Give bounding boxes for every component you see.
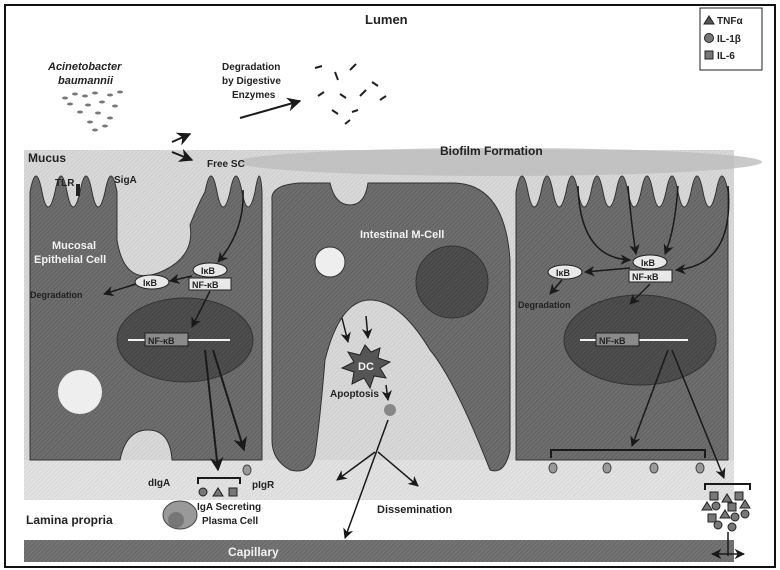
apoptosis-label: Apoptosis <box>330 389 379 400</box>
plasma-cell-label-1: IgA Secreting <box>197 502 261 513</box>
bacteria-label-1: Acinetobacter <box>47 61 122 73</box>
degradation-enzymes-3: Enzymes <box>232 90 276 101</box>
cytokine-square-icon <box>228 487 238 497</box>
bracket-cytokines <box>704 483 751 490</box>
ikb-right-free: IκB <box>547 264 583 280</box>
vesicle-left <box>58 370 102 414</box>
bacteria-label-2: baumannii <box>58 75 114 87</box>
ikb-text: IκB <box>556 268 571 278</box>
secreted-receptors <box>548 462 705 474</box>
diga-label: dIgA <box>148 478 170 489</box>
legend-circle-icon <box>704 33 714 43</box>
ikb-left-free: IκB <box>134 274 170 290</box>
legend-triangle-icon <box>703 15 715 25</box>
m-cell-nucleus <box>415 245 489 319</box>
pigr-receptor <box>242 464 252 476</box>
degradation-label-right: Degradation <box>518 300 571 310</box>
cytokine-cluster <box>701 491 751 532</box>
nfkb-text: NF-κB <box>148 336 175 346</box>
siga-label: SigA <box>114 175 137 186</box>
epithelial-cell-label-2: Epithelial Cell <box>34 254 106 266</box>
capillary <box>24 540 734 562</box>
nfkb-nuclear-left: NF-κB <box>144 332 189 347</box>
ikb-text: IκB <box>641 258 656 268</box>
bracket-right <box>550 449 706 458</box>
bacteria-cluster <box>62 90 123 132</box>
nfkb-nuclear-right: NF-κB <box>595 332 640 347</box>
epithelial-cell-label-1: Mucosal <box>52 240 96 252</box>
dc-label: DC <box>358 361 374 373</box>
capillary-label: Capillary <box>228 545 279 559</box>
legend-il1b: IL-1β <box>717 34 741 45</box>
lumen-label: Lumen <box>365 12 408 27</box>
nfkb-text: NF-κB <box>192 280 219 290</box>
legend-square-icon <box>704 50 714 60</box>
legend-il6: IL-6 <box>717 51 735 62</box>
cytokine-triangle-icon <box>212 487 224 497</box>
legend: TNFα IL-1β IL-6 <box>699 7 763 71</box>
ikb-nfkb-complex-left: IκB NF-κB <box>188 262 232 291</box>
lamina-propria-region <box>24 460 734 500</box>
ikb-nfkb-complex-right: IκB NF-κB <box>628 254 673 283</box>
degradation-label-left: Degradation <box>30 290 83 300</box>
free-sc-label: Free SC <box>207 159 245 170</box>
nfkb-text: NF-κB <box>632 272 659 282</box>
lamina-propria-label: Lamina propria <box>26 513 113 527</box>
mucus-label: Mucus <box>28 151 66 165</box>
cytokine-circle-icon <box>198 487 208 497</box>
plasma-cell-label-2: Plasma Cell <box>202 516 258 527</box>
tlr-label: TLR <box>55 178 75 189</box>
dc-cell <box>340 344 392 390</box>
degradation-enzymes-2: by Digestive <box>222 76 281 87</box>
bracket-left <box>197 477 241 484</box>
degradation-enzymes-1: Degradation <box>222 62 280 73</box>
biofilm <box>238 148 762 176</box>
biofilm-label: Biofilm Formation <box>440 144 543 158</box>
antibody-fragments <box>314 63 387 125</box>
m-cell-vesicle <box>314 246 346 278</box>
dissemination-label: Dissemination <box>377 504 452 516</box>
m-cell-label: Intestinal M-Cell <box>360 229 444 241</box>
ikb-text: IκB <box>201 266 216 276</box>
nfkb-text: NF-κB <box>599 336 626 346</box>
apoptotic-body <box>384 404 396 416</box>
pigr-label: pIgR <box>252 480 275 491</box>
ikb-text: IκB <box>143 278 158 288</box>
tlr-receptor <box>76 184 80 196</box>
legend-tnf: TNFα <box>717 16 743 27</box>
